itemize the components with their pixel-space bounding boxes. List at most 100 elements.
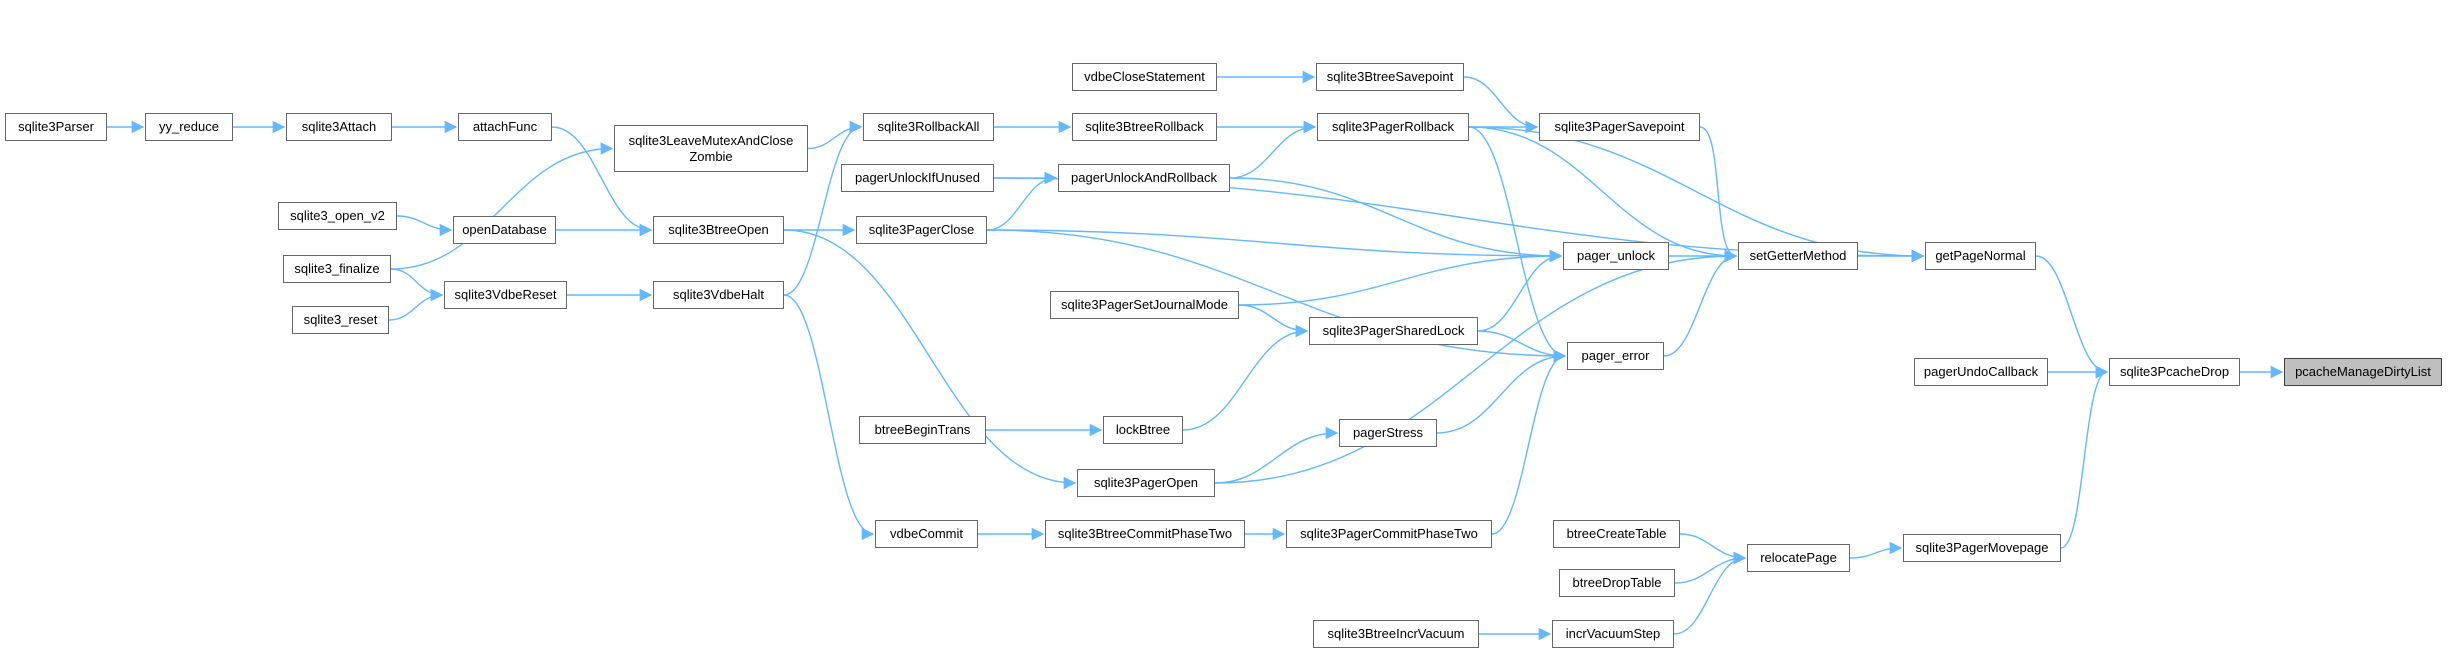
- edge-sqlite3PagerSavepoint-to-setGetterMethod: [1699, 126, 1738, 263]
- node-label: relocatePage: [1760, 550, 1837, 565]
- node-sqlite3BtreeIncrVacuum[interactable]: sqlite3BtreeIncrVacuum: [1313, 620, 1479, 648]
- node-label: sqlite3BtreeRollback: [1085, 119, 1204, 134]
- node-btreeCreateTable[interactable]: btreeCreateTable: [1553, 520, 1680, 548]
- edge-sqlite3PagerClose-to-pager_error: [986, 229, 1567, 363]
- node-label: getPageNormal: [1935, 248, 2026, 263]
- node-sqlite3BtreeSavepoint[interactable]: sqlite3BtreeSavepoint: [1316, 63, 1464, 91]
- edge-sqlite3_finalize-to-sqlite3VdbeReset: [390, 268, 444, 302]
- node-pcacheManageDirtyList: pcacheManageDirtyList: [2284, 358, 2442, 386]
- edge-sqlite3BtreeOpen-to-sqlite3PagerOpen: [783, 229, 1077, 490]
- edge-sqlite3PagerCommitPhaseTwo-to-pager_error: [1491, 349, 1567, 535]
- node-sqlite3VdbeHalt[interactable]: sqlite3VdbeHalt: [653, 281, 784, 309]
- node-label: btreeBeginTrans: [874, 422, 971, 437]
- node-yy_reduce[interactable]: yy_reduce: [145, 113, 233, 141]
- edge-sqlite3_finalize-to-sqlite3LeaveMutexAndCloseZombie: [390, 142, 614, 270]
- node-label: vdbeCloseStatement: [1084, 69, 1205, 84]
- edge-btreeCreateTable-to-relocatePage: [1679, 533, 1747, 565]
- node-label: pagerStress: [1352, 425, 1424, 440]
- node-label: yy_reduce: [159, 119, 219, 134]
- node-pagerStress[interactable]: pagerStress: [1339, 419, 1437, 447]
- node-label: sqlite3BtreeCommitPhaseTwo: [1057, 526, 1233, 541]
- node-pagerUnlockAndRollback[interactable]: pagerUnlockAndRollback: [1058, 164, 1230, 192]
- node-sqlite3Attach[interactable]: sqlite3Attach: [286, 113, 392, 141]
- node-label: openDatabase: [462, 222, 547, 237]
- node-sqlite3PagerCommitPhaseTwo[interactable]: sqlite3PagerCommitPhaseTwo: [1286, 520, 1492, 548]
- node-setGetterMethod[interactable]: setGetterMethod: [1738, 242, 1858, 270]
- node-label: sqlite3PagerCommitPhaseTwo: [1300, 526, 1478, 541]
- node-label: pager_unlock: [1576, 248, 1656, 263]
- node-pagerUnlockIfUnused[interactable]: pagerUnlockIfUnused: [841, 164, 994, 192]
- node-label: attachFunc: [472, 119, 538, 134]
- node-lockBtree[interactable]: lockBtree: [1103, 416, 1183, 444]
- node-label: sqlite3BtreeIncrVacuum: [1327, 626, 1465, 641]
- node-pager_error[interactable]: pager_error: [1567, 342, 1664, 370]
- node-sqlite3PagerSharedLock[interactable]: sqlite3PagerSharedLock: [1309, 317, 1478, 345]
- node-sqlite3RollbackAll[interactable]: sqlite3RollbackAll: [863, 113, 994, 141]
- edge-pagerUnlockAndRollback-to-pager_unlock: [1229, 177, 1563, 263]
- node-sqlite3BtreeOpen[interactable]: sqlite3BtreeOpen: [653, 216, 784, 244]
- node-getPageNormal[interactable]: getPageNormal: [1925, 242, 2036, 270]
- node-sqlite3PagerSavepoint[interactable]: sqlite3PagerSavepoint: [1539, 113, 1700, 141]
- edge-sqlite3PagerMovepage-to-sqlite3PcacheDrop: [2060, 365, 2109, 549]
- node-sqlite3Parser[interactable]: sqlite3Parser: [5, 113, 107, 141]
- node-label: sqlite3BtreeSavepoint: [1326, 69, 1454, 84]
- node-btreeDropTable[interactable]: btreeDropTable: [1559, 569, 1675, 597]
- edge-sqlite3BtreeSavepoint-to-sqlite3PagerSavepoint: [1463, 76, 1539, 134]
- node-sqlite3PagerOpen[interactable]: sqlite3PagerOpen: [1077, 469, 1215, 497]
- node-label: sqlite3Parser: [18, 119, 94, 134]
- edge-sqlite3PagerRollback-to-pager_error: [1468, 126, 1567, 363]
- node-sqlite3PagerMovepage[interactable]: sqlite3PagerMovepage: [1903, 534, 2061, 562]
- node-label: incrVacuumStep: [1565, 626, 1661, 641]
- node-label: sqlite3VdbeReset: [454, 287, 557, 302]
- node-attachFunc[interactable]: attachFunc: [458, 113, 552, 141]
- edge-sqlite3VdbeHalt-to-sqlite3RollbackAll: [783, 120, 863, 296]
- node-label: pager_error: [1581, 348, 1650, 363]
- edge-sqlite3PagerRollback-to-setGetterMethod: [1468, 126, 1738, 263]
- node-label: pagerUnlockAndRollback: [1071, 170, 1217, 185]
- node-relocatePage[interactable]: relocatePage: [1747, 544, 1850, 572]
- node-sqlite3_finalize[interactable]: sqlite3_finalize: [283, 255, 391, 283]
- node-label: sqlite3PagerRollback: [1331, 119, 1455, 134]
- node-pager_unlock[interactable]: pager_unlock: [1563, 242, 1669, 270]
- node-label: pagerUnlockIfUnused: [854, 170, 981, 185]
- edge-getPageNormal-to-sqlite3PcacheDrop: [2035, 255, 2109, 379]
- node-pagerUndoCallback[interactable]: pagerUndoCallback: [1914, 358, 2048, 386]
- node-label: sqlite3PagerSetJournalMode: [1061, 297, 1228, 312]
- node-sqlite3_reset[interactable]: sqlite3_reset: [292, 306, 389, 334]
- node-sqlite3PagerSetJournalMode[interactable]: sqlite3PagerSetJournalMode: [1050, 291, 1239, 319]
- node-vdbeCommit[interactable]: vdbeCommit: [875, 520, 978, 548]
- node-label: sqlite3_open_v2: [290, 208, 385, 223]
- node-label: sqlite3VdbeHalt: [672, 287, 765, 302]
- node-openDatabase[interactable]: openDatabase: [453, 216, 556, 244]
- node-label: pcacheManageDirtyList: [2295, 364, 2431, 379]
- node-label: sqlite3PagerSharedLock: [1322, 323, 1465, 338]
- node-label: pagerUndoCallback: [1923, 364, 2039, 379]
- node-sqlite3LeaveMutexAndCloseZombie[interactable]: sqlite3LeaveMutexAndClose Zombie: [614, 125, 808, 172]
- node-label: sqlite3LeaveMutexAndClose Zombie: [628, 132, 794, 164]
- node-sqlite3BtreeCommitPhaseTwo[interactable]: sqlite3BtreeCommitPhaseTwo: [1045, 520, 1245, 548]
- node-sqlite3PagerClose[interactable]: sqlite3PagerClose: [856, 216, 987, 244]
- node-label: btreeDropTable: [1572, 575, 1662, 590]
- node-sqlite3VdbeReset[interactable]: sqlite3VdbeReset: [444, 281, 567, 309]
- node-label: lockBtree: [1115, 422, 1171, 437]
- node-sqlite3BtreeRollback[interactable]: sqlite3BtreeRollback: [1072, 113, 1217, 141]
- node-label: sqlite3PagerClose: [868, 222, 975, 237]
- edge-sqlite3PagerOpen-to-pagerStress: [1214, 426, 1339, 484]
- edge-sqlite3_open_v2-to-openDatabase: [396, 215, 453, 237]
- edge-sqlite3PagerSetJournalMode-to-sqlite3PagerSharedLock: [1238, 304, 1309, 338]
- node-incrVacuumStep[interactable]: incrVacuumStep: [1552, 620, 1674, 648]
- edge-relocatePage-to-sqlite3PagerMovepage: [1849, 541, 1903, 559]
- edge-lockBtree-to-sqlite3PagerSharedLock: [1182, 324, 1309, 431]
- node-vdbeCloseStatement[interactable]: vdbeCloseStatement: [1072, 63, 1217, 91]
- node-label: sqlite3_finalize: [294, 261, 380, 276]
- edge-incrVacuumStep-to-relocatePage: [1673, 551, 1747, 635]
- edge-pager_error-to-setGetterMethod: [1663, 249, 1738, 357]
- edge-pagerUnlockAndRollback-to-sqlite3PagerRollback: [1229, 120, 1317, 179]
- node-sqlite3PcacheDrop[interactable]: sqlite3PcacheDrop: [2109, 358, 2240, 386]
- node-sqlite3PagerRollback[interactable]: sqlite3PagerRollback: [1317, 113, 1469, 141]
- node-btreeBeginTrans[interactable]: btreeBeginTrans: [859, 416, 986, 444]
- node-sqlite3_open_v2[interactable]: sqlite3_open_v2: [278, 202, 397, 230]
- edge-sqlite3PagerRollback-to-getPageNormal: [1468, 126, 1925, 263]
- edge-pagerStress-to-pager_error: [1436, 349, 1567, 434]
- node-label: sqlite3RollbackAll: [877, 119, 980, 134]
